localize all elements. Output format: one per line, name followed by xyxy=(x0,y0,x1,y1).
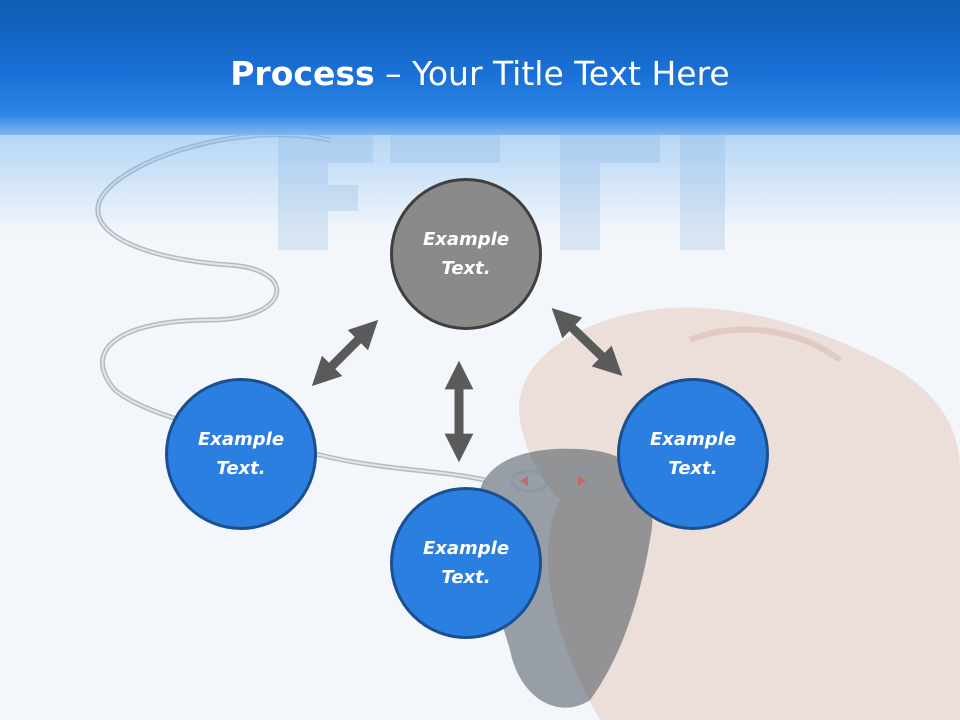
node-label-line2: Text. xyxy=(441,258,491,279)
process-node-bottom[interactable]: Example Text. xyxy=(390,487,542,639)
process-node-top[interactable]: Example Text. xyxy=(390,178,542,330)
node-label-line1: Example xyxy=(422,229,510,250)
title-rest: – Your Title Text Here xyxy=(374,54,730,93)
arrow-top-right xyxy=(551,308,623,376)
process-node-left[interactable]: Example Text. xyxy=(165,378,317,530)
node-label-line1: Example xyxy=(649,429,737,450)
node-label-line2: Text. xyxy=(668,458,718,479)
arrow-top-left xyxy=(311,319,379,387)
slide-title: Process – Your Title Text Here xyxy=(0,52,960,96)
node-label-line2: Text. xyxy=(441,567,491,588)
node-label-line1: Example xyxy=(422,538,510,559)
node-label-line2: Text. xyxy=(216,458,266,479)
node-label-line1: Example xyxy=(197,429,285,450)
header-band xyxy=(0,0,960,135)
process-node-right[interactable]: Example Text. xyxy=(617,378,769,530)
title-bold: Process xyxy=(230,54,375,93)
